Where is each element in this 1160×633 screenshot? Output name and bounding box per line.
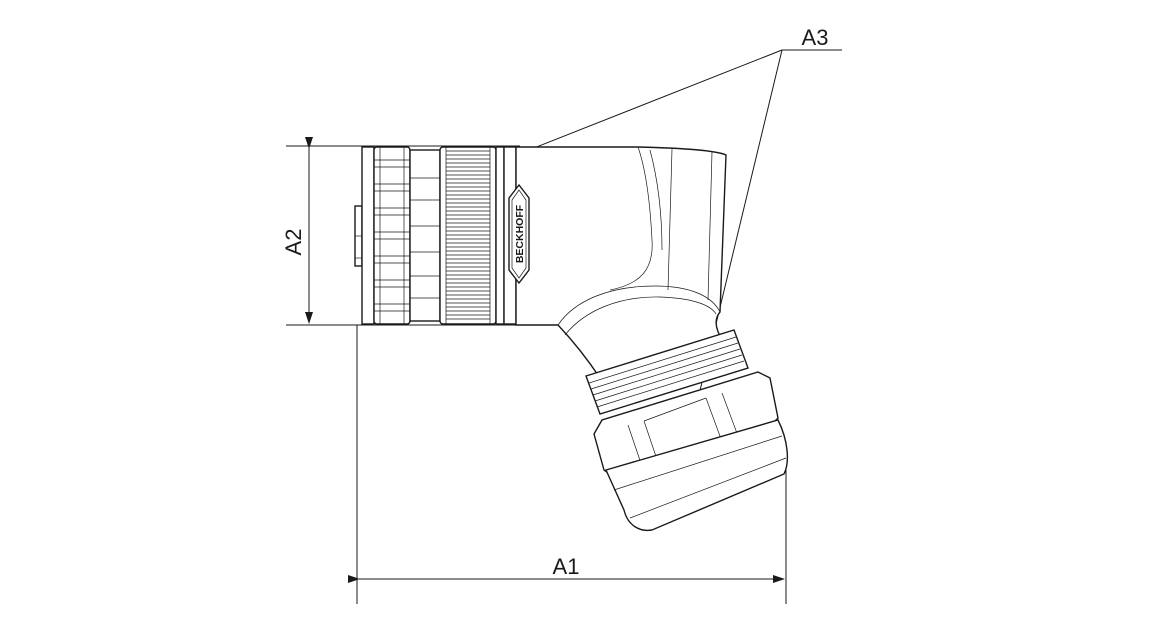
beckhoff-logo: BECKHOFF <box>508 183 530 285</box>
angled-housing <box>515 146 727 379</box>
connector-front-face <box>361 146 375 325</box>
connector-body: BECKHOFF <box>354 146 789 532</box>
threaded-section <box>585 329 749 415</box>
logo-text: BECKHOFF <box>514 204 526 263</box>
dimension-label-a1: A1 <box>553 554 580 579</box>
dimension-label-a3: A3 <box>802 25 829 50</box>
coupling-nut-front <box>373 146 411 325</box>
collar-ring <box>495 146 505 325</box>
middle-ring <box>409 149 441 322</box>
cable-gland <box>605 419 789 532</box>
knurled-sleeve <box>439 146 497 325</box>
dimension-label-a2: A2 <box>281 229 306 256</box>
